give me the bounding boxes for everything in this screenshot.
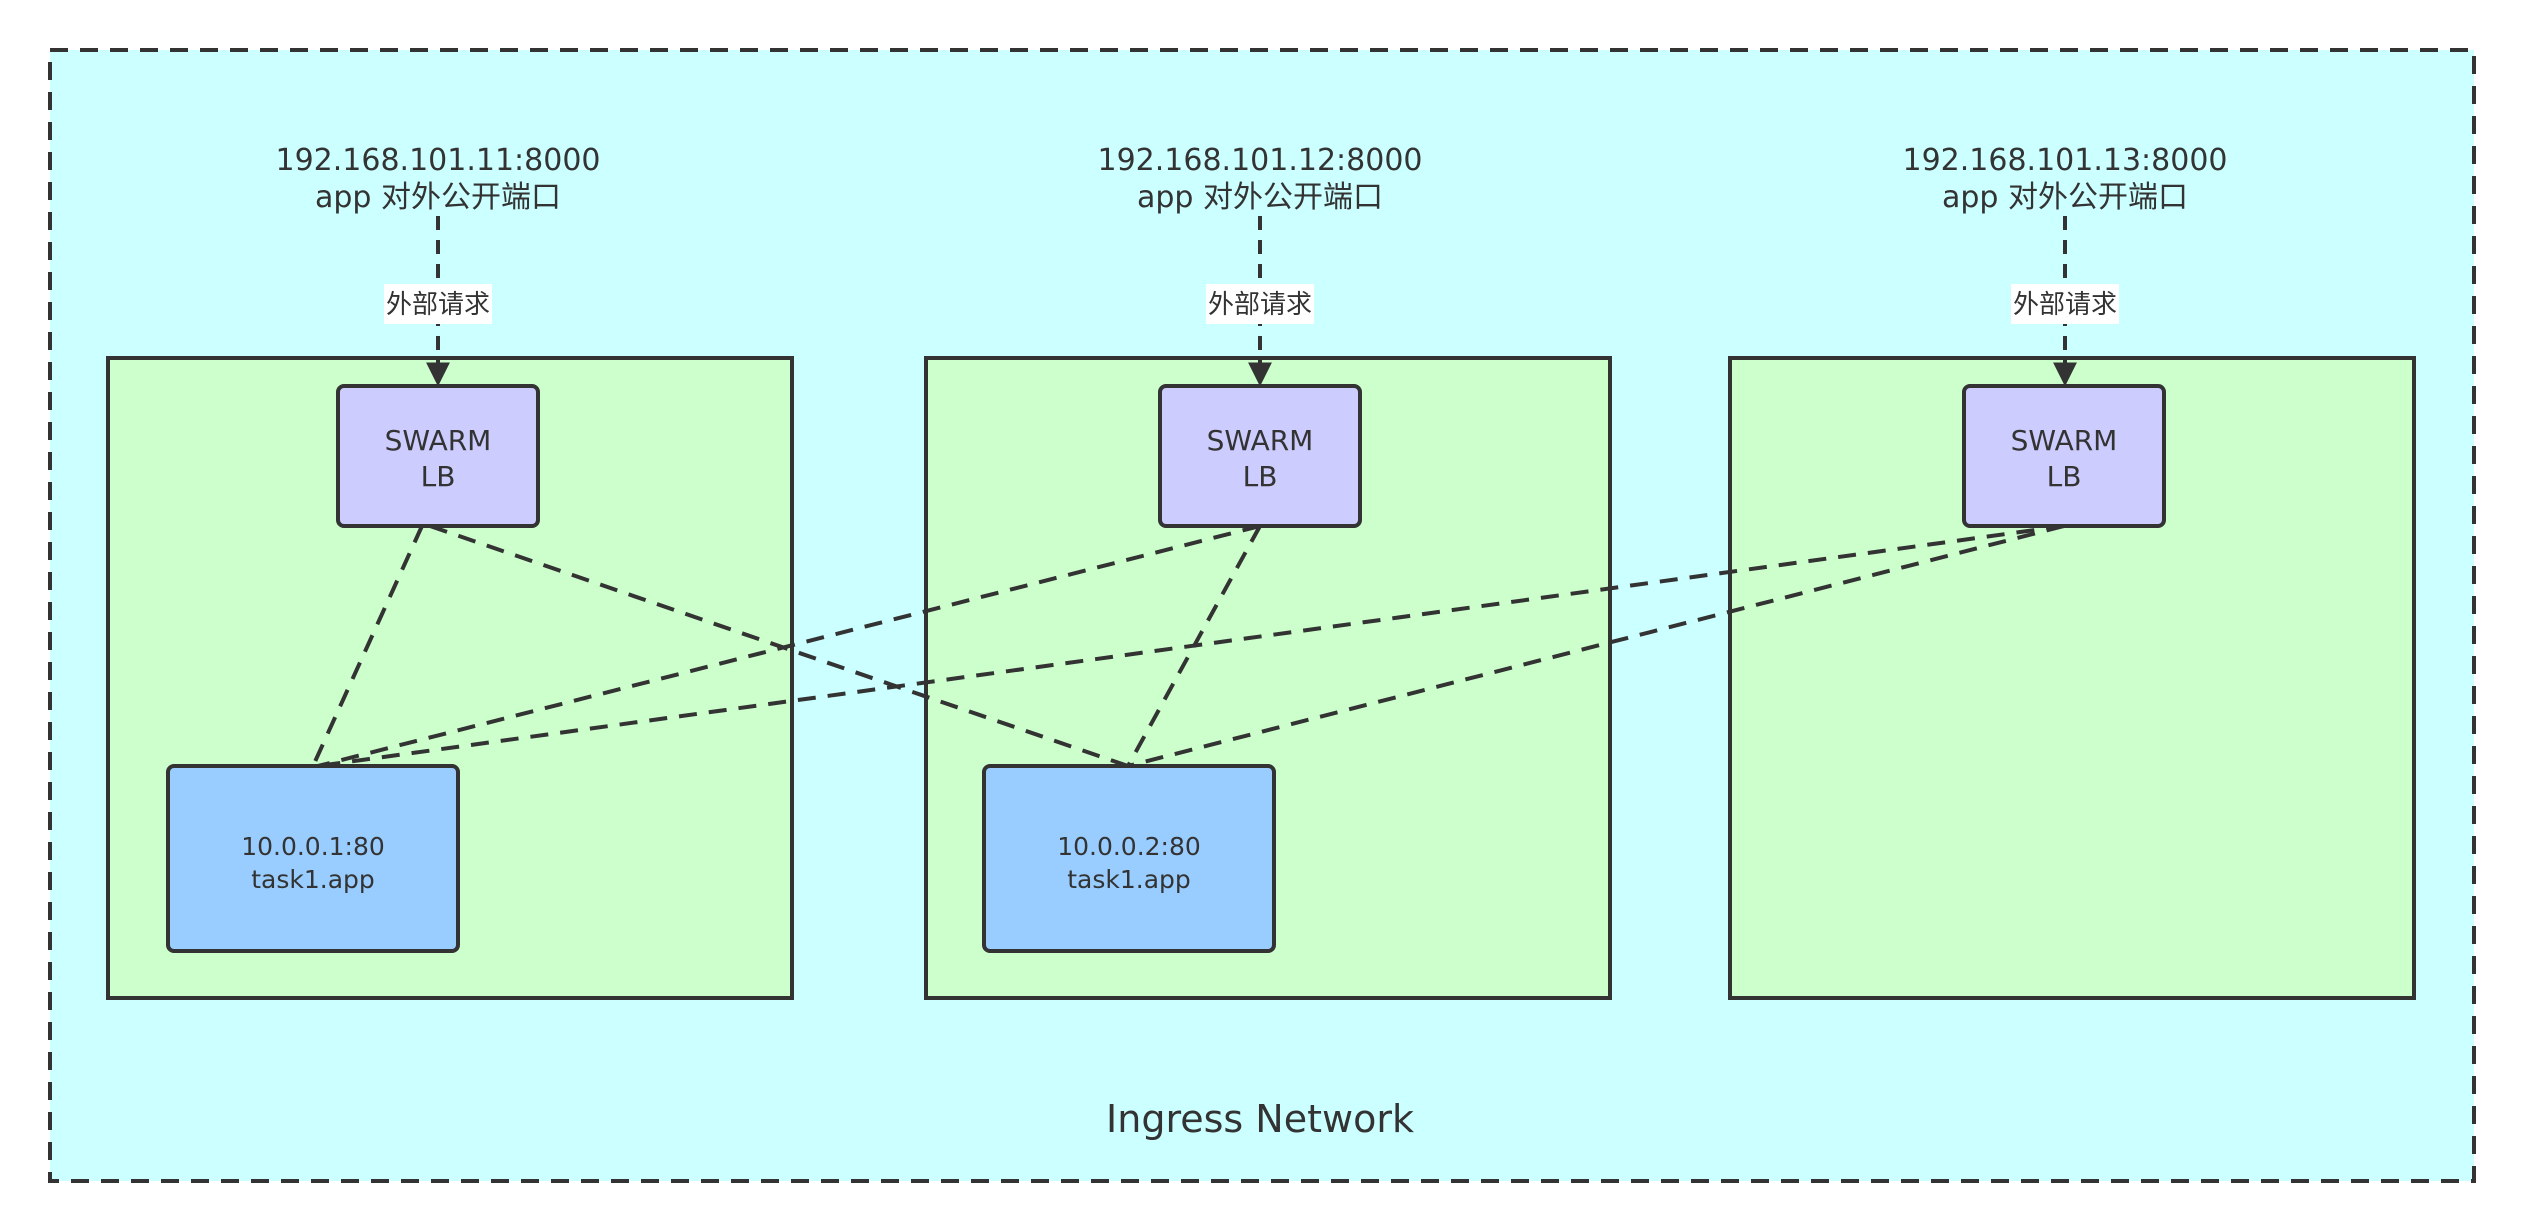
request-label-1: 外部请求	[386, 290, 490, 320]
task-address-2: 10.0.0.2:80	[1057, 832, 1201, 861]
swarm-lb-2: SWARM LB	[1158, 384, 1362, 528]
task-name-1: task1.app	[251, 865, 375, 894]
request-label-3: 外部请求	[2013, 290, 2117, 320]
request-label-2: 外部请求	[1208, 290, 1312, 320]
request-label-bg-3	[2011, 284, 2119, 324]
connection-lb1-task2	[429, 524, 1129, 768]
endpoint-address-2: 192.168.101.12:8000	[1097, 143, 1422, 178]
swarm-lb-line2-1: LB	[421, 460, 456, 493]
task-box-1	[166, 764, 460, 953]
task-1: 10.0.0.1:80 task1.app	[166, 764, 460, 953]
connection-lb1-task1	[311, 525, 424, 767]
connection-lb3-task1	[317, 524, 2065, 768]
task-2: 10.0.0.2:80 task1.app	[982, 764, 1276, 953]
request-label-bg-2	[1206, 284, 1314, 324]
swarm-lb-line1-3: SWARM	[2011, 424, 2118, 457]
swarm-lb-1: SWARM LB	[336, 384, 540, 528]
swarm-lb-box-1	[336, 384, 540, 528]
connection-lb2-task1	[317, 524, 1261, 768]
task-name-2: task1.app	[1067, 865, 1191, 894]
task-box-2	[982, 764, 1276, 953]
endpoint-description-1: app 对外公开端口	[315, 180, 561, 215]
request-label-bg-1	[384, 284, 492, 324]
endpoint-address-3: 192.168.101.13:8000	[1902, 143, 2227, 178]
lb-task-connections	[311, 524, 2065, 768]
swarm-lb-line1-1: SWARM	[385, 424, 492, 457]
endpoint-address-1: 192.168.101.11:8000	[275, 143, 600, 178]
swarm-lb-line2-3: LB	[2047, 460, 2082, 493]
network-label: Ingress Network	[1106, 1097, 1414, 1141]
swarm-lb-3: SWARM LB	[1962, 384, 2166, 528]
swarm-lb-box-3	[1962, 384, 2166, 528]
task-address-1: 10.0.0.1:80	[241, 832, 385, 861]
connection-lb3-task2	[1127, 524, 2065, 768]
swarm-lb-box-2	[1158, 384, 1362, 528]
swarm-lb-line1-2: SWARM	[1207, 424, 1314, 457]
swarm-lb-line2-2: LB	[1243, 460, 1278, 493]
endpoint-description-2: app 对外公开端口	[1137, 180, 1383, 215]
endpoint-description-3: app 对外公开端口	[1942, 180, 2188, 215]
